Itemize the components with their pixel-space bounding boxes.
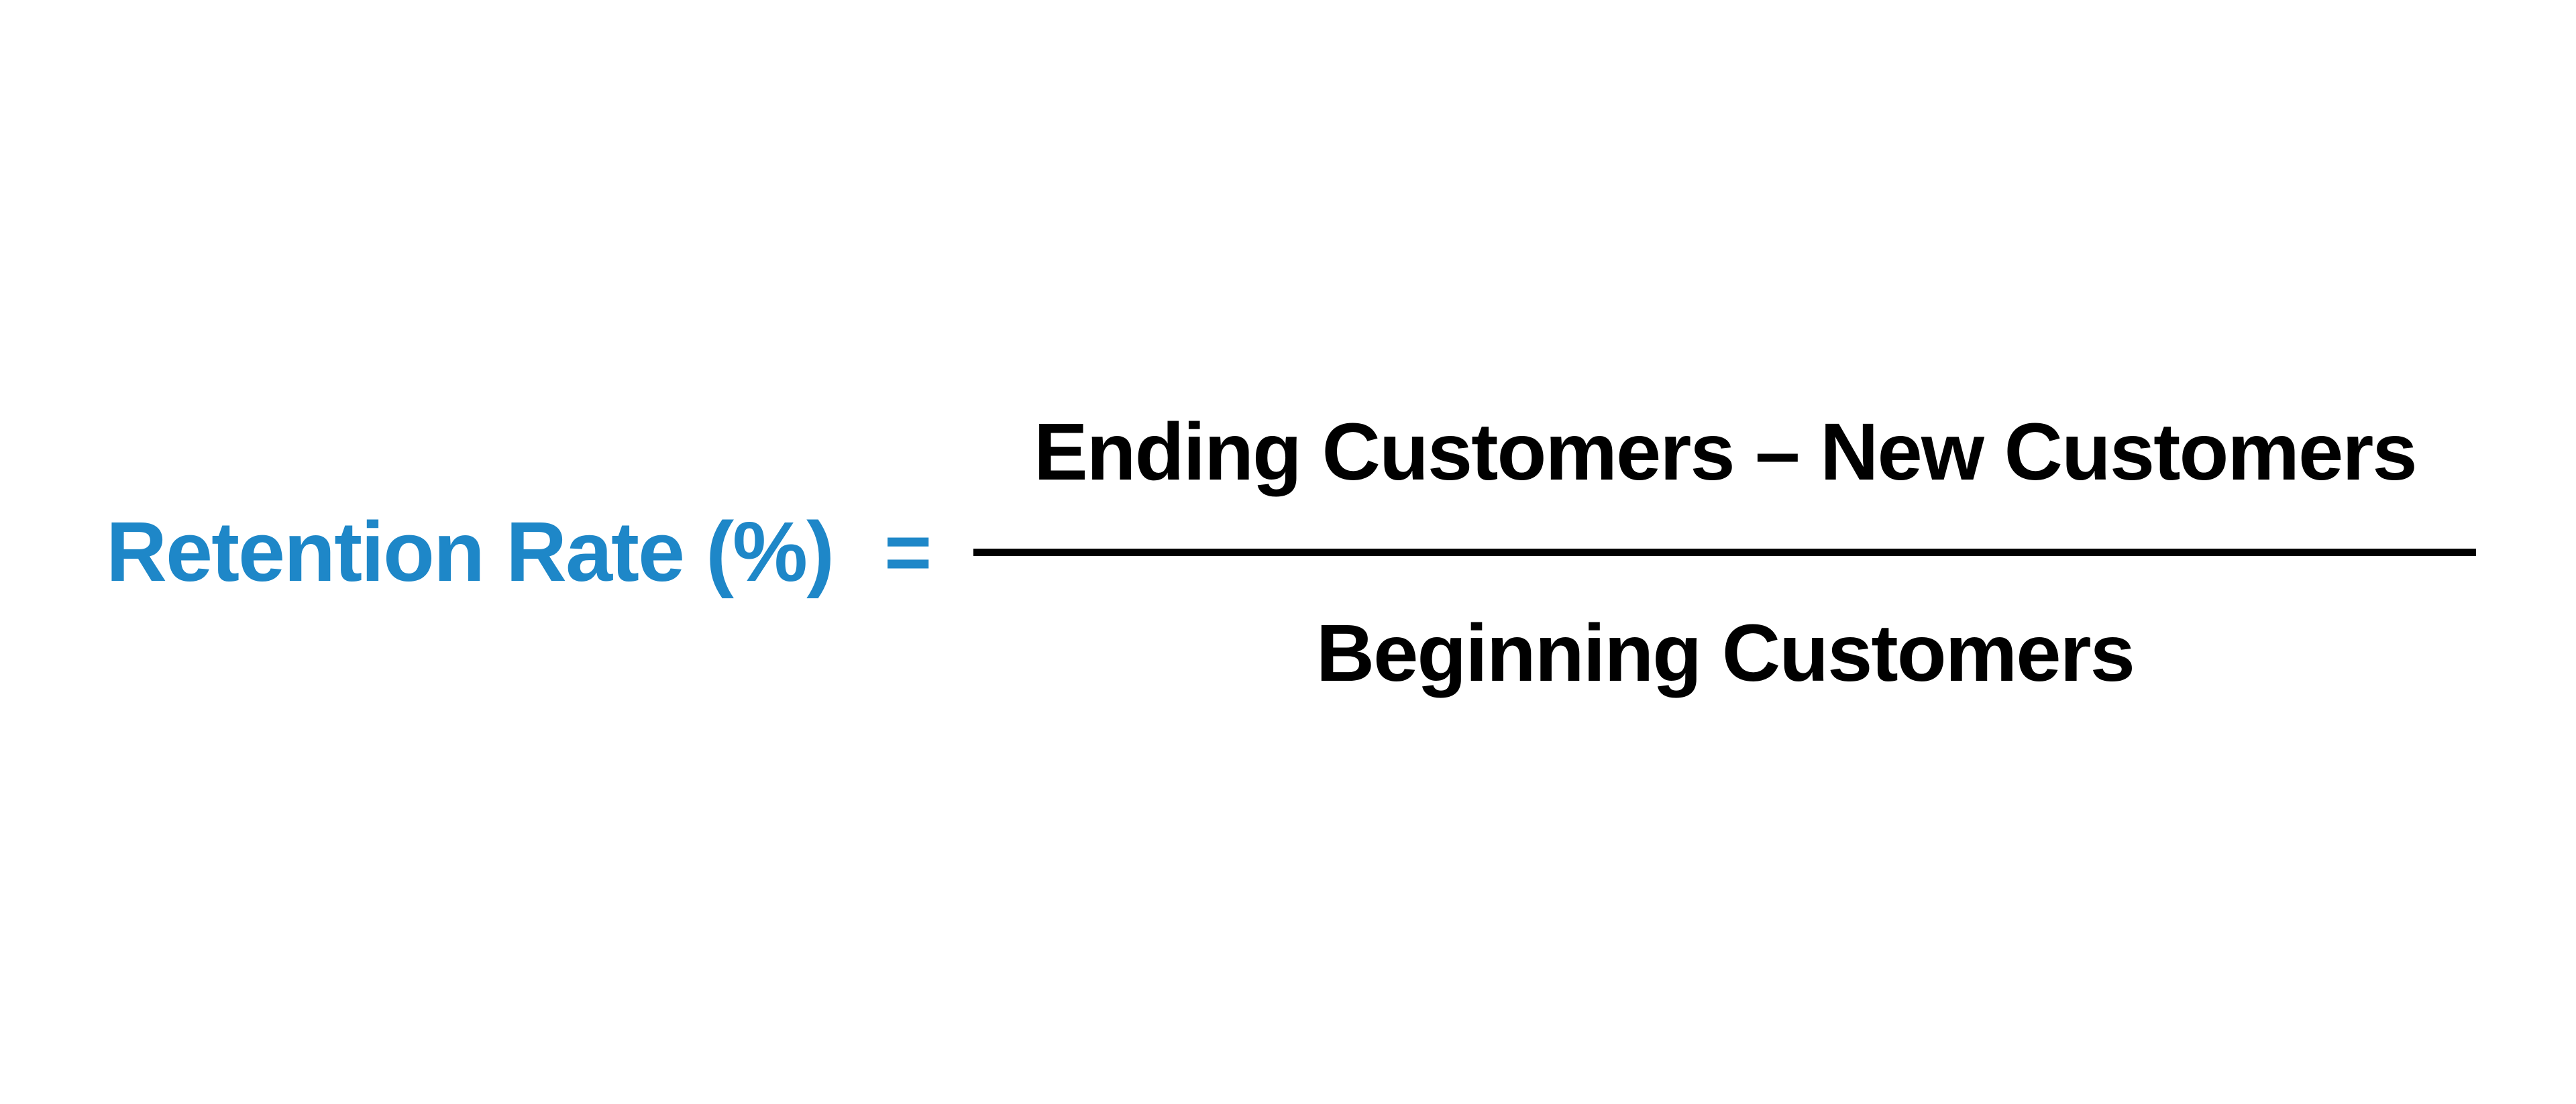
retention-rate-label: Retention Rate (%) [106, 504, 835, 599]
equals-sign: = [884, 506, 932, 598]
fraction-bar [973, 548, 2477, 556]
fraction-numerator: Ending Customers – New Customers [1033, 405, 2418, 497]
fraction-denominator: Beginning Customers [1316, 606, 2135, 698]
fraction: Ending Customers – New Customers Beginni… [973, 405, 2477, 698]
